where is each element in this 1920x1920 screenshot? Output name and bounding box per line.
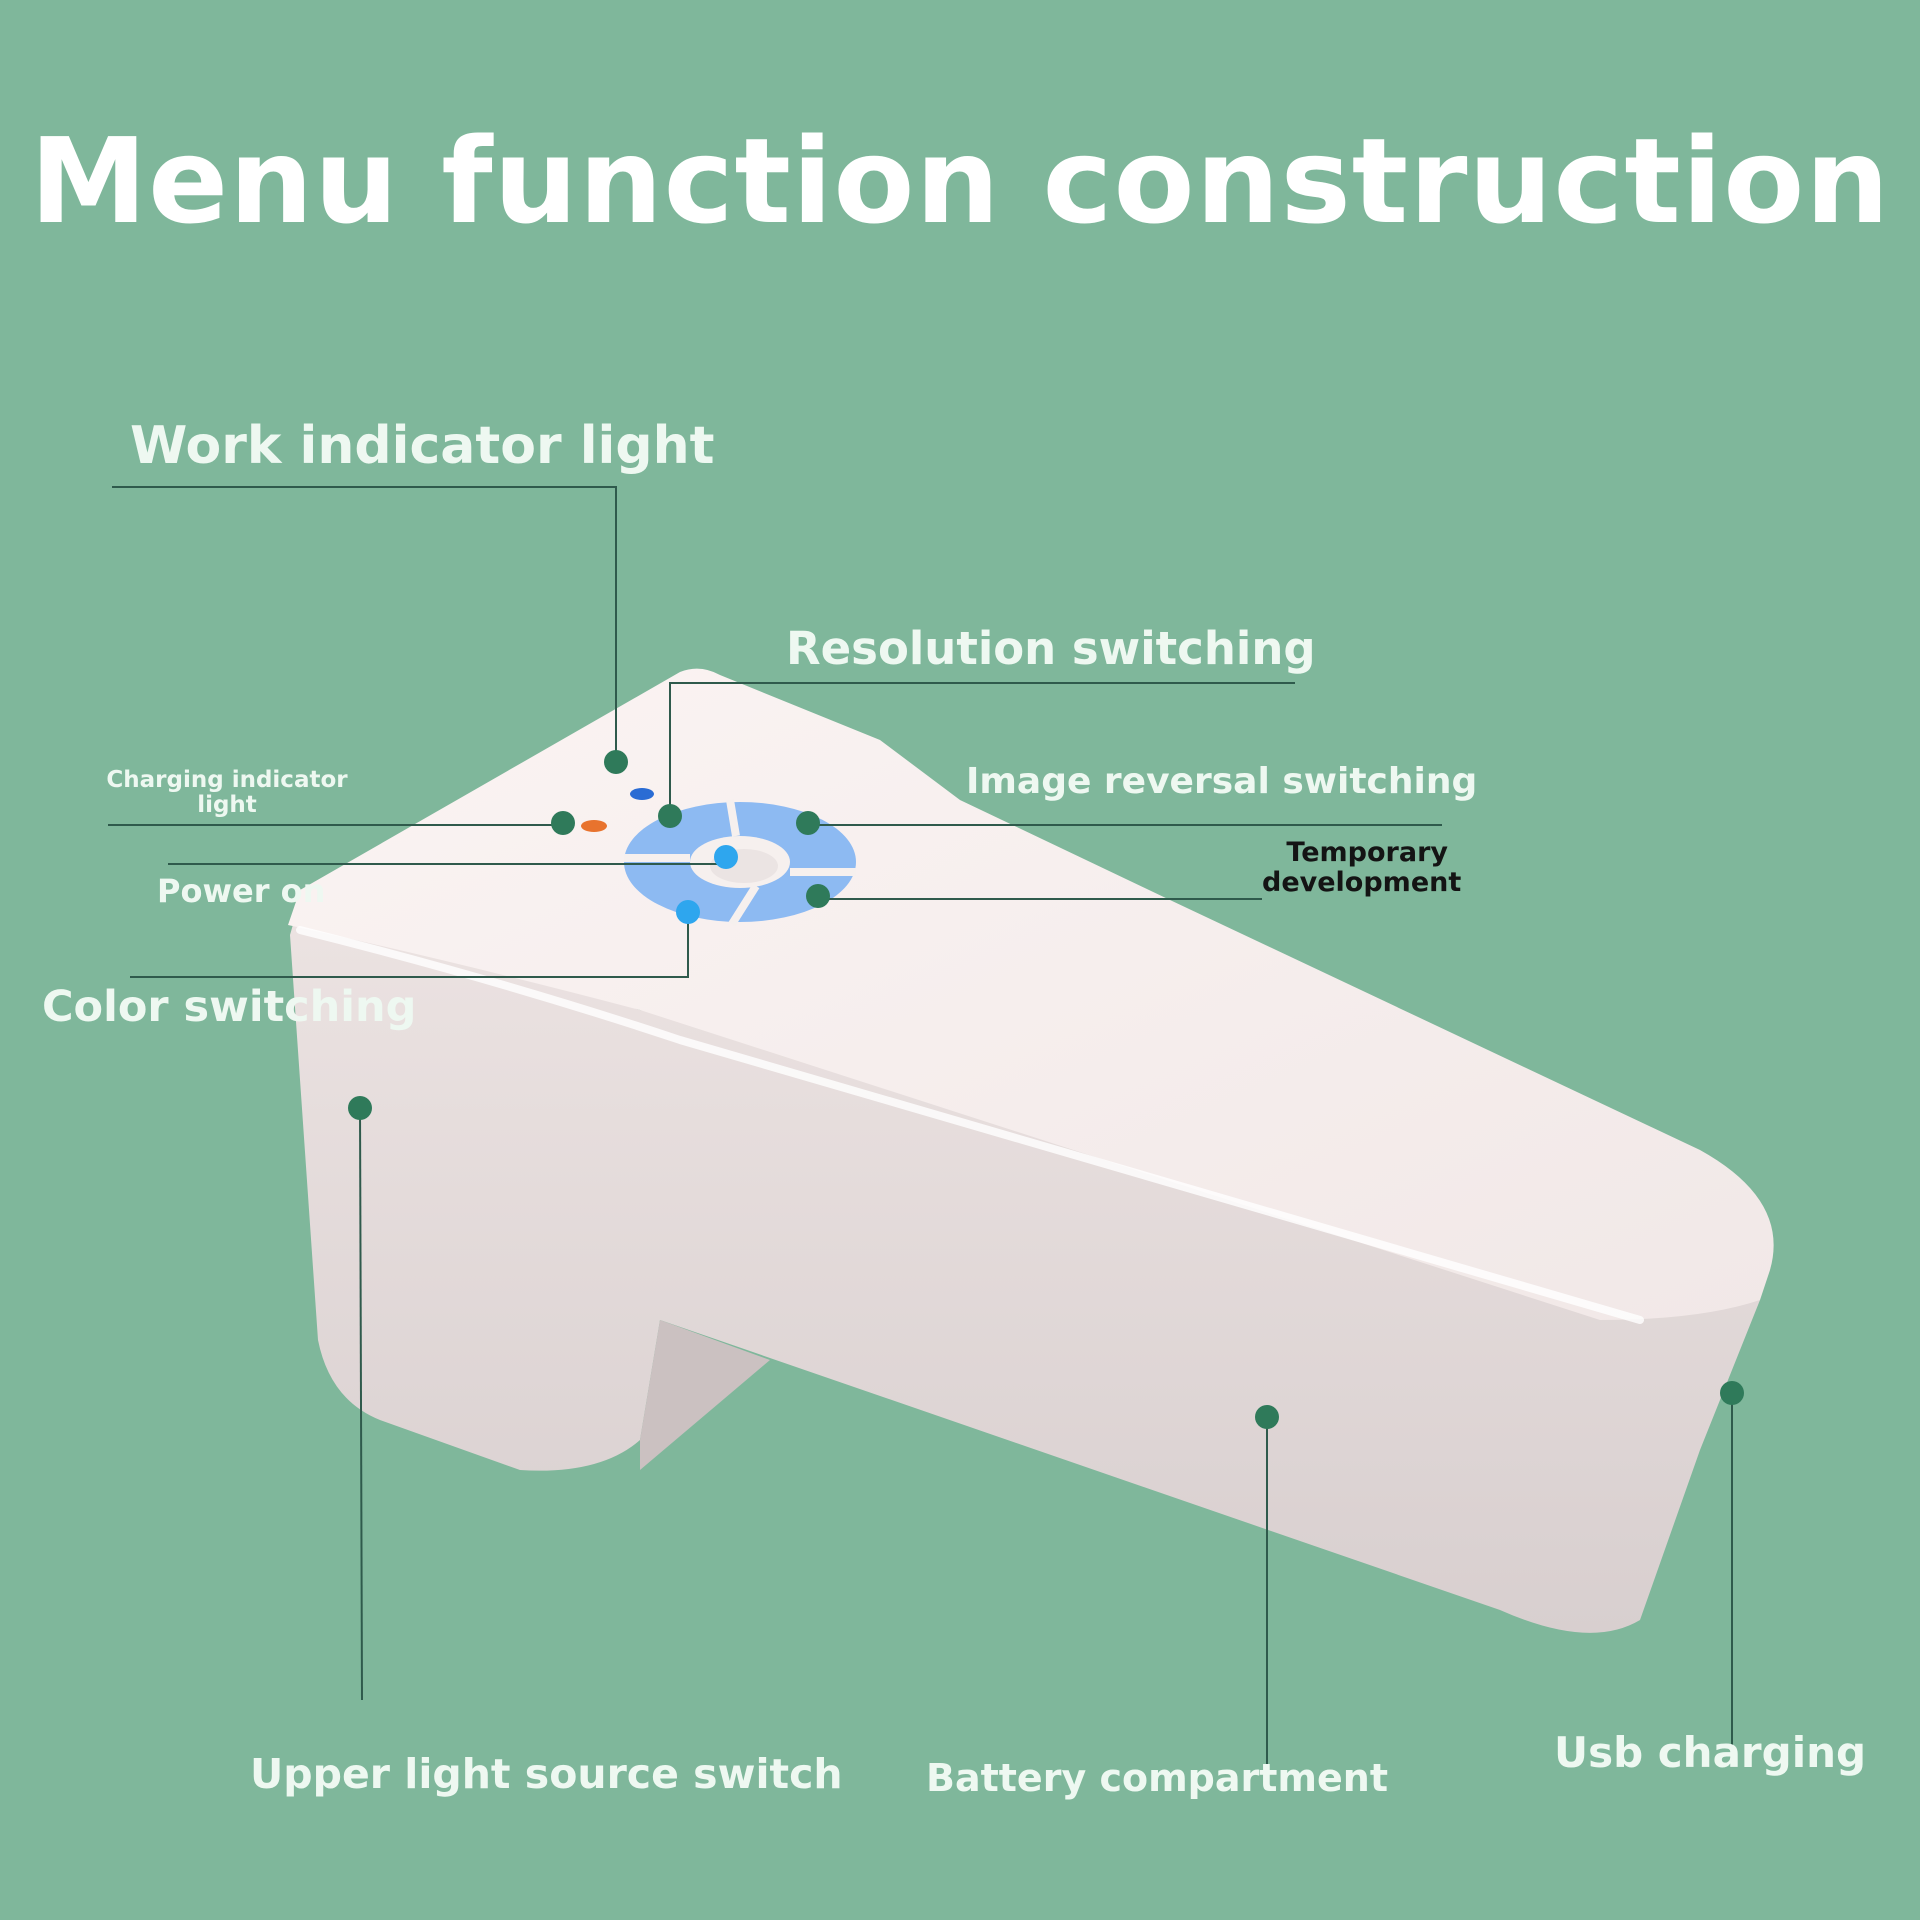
marker-power-on [714,845,738,869]
label-usb-charging: Usb charging [1554,1728,1867,1777]
page-title: Menu function construction [29,112,1891,250]
label-battery-compartment: Battery compartment [926,1756,1389,1800]
label-charging-line2: light [197,792,257,819]
label-temporary-line2: development [1262,866,1462,898]
device-side-face [290,900,1760,1633]
marker-resolution [658,804,682,828]
label-color-switching: Color switching [42,982,417,1032]
leader-work-indicator [112,486,617,762]
label-work-indicator: Work indicator light [130,416,715,476]
indicator-blue-led [630,788,654,800]
marker-upper-light [348,1096,372,1120]
leader-upper-light [359,1107,363,1701]
device-edge-highlight [296,926,1644,1324]
marker-battery [1255,1405,1279,1429]
device-notch-shadow [640,1320,770,1470]
indicator-orange-led [581,820,607,832]
label-power-on: Power on [157,872,326,910]
marker-color-switching [676,900,700,924]
label-resolution: Resolution switching [786,622,1316,675]
marker-usb [1720,1381,1744,1405]
marker-temporary [806,884,830,908]
control-ring [624,799,856,927]
leader-resolution [669,682,1295,816]
label-temporary-development: Temporary development [1262,837,1462,898]
marker-image-reversal [796,811,820,835]
leader-color-switching [130,912,689,978]
label-image-reversal: Image reversal switching [966,761,1478,802]
label-charging-line1: Charging indicator [106,767,348,793]
marker-charging [551,811,575,835]
label-upper-light-source: Upper light source switch [250,1750,843,1798]
label-charging-indicator: Charging indicator light [104,767,350,819]
label-temporary-line1: Temporary [1286,837,1448,868]
marker-work-indicator [604,750,628,774]
